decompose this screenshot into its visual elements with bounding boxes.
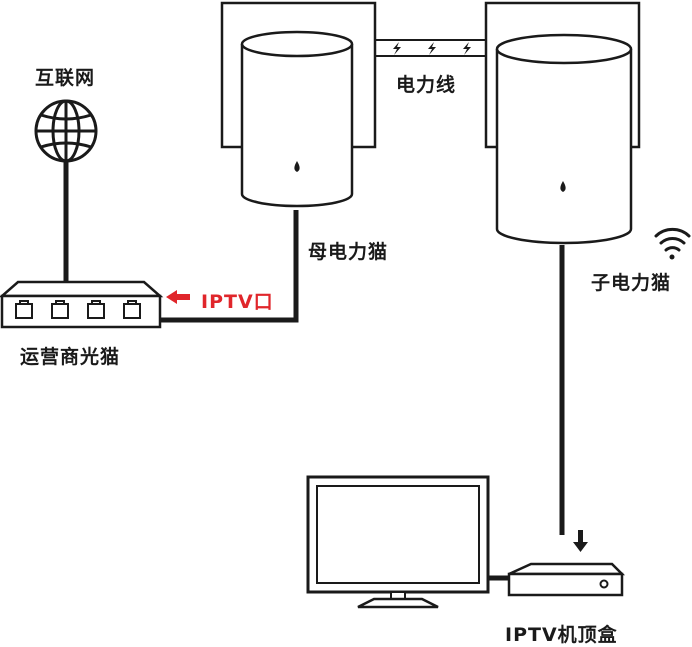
label-optical-modem: 运营商光猫 xyxy=(20,346,121,368)
label-master-plc: 母电力猫 xyxy=(308,241,389,263)
ethernet-ports xyxy=(15,300,141,319)
power-indicator xyxy=(599,579,609,589)
label-internet: 互联网 xyxy=(35,67,96,89)
lightning-icon xyxy=(393,42,471,55)
power-line xyxy=(376,39,486,57)
cables xyxy=(63,160,565,581)
set-top-box-device xyxy=(507,562,626,597)
wifi-icon xyxy=(654,228,691,260)
arrow-down-icon xyxy=(573,530,588,552)
cable-modem-to-master xyxy=(158,210,299,323)
label-iptv-port: IPTV口 xyxy=(201,291,274,313)
label-power-line: 电力线 xyxy=(396,74,457,96)
optical-modem-device xyxy=(0,280,164,329)
indicator-led xyxy=(294,161,300,172)
label-set-top-box: IPTV机顶盒 xyxy=(505,624,618,646)
slave-plc-device xyxy=(495,33,633,245)
indicator-led xyxy=(560,181,566,192)
arrow-left-icon xyxy=(166,290,190,304)
television-device xyxy=(306,475,490,609)
label-slave-plc: 子电力猫 xyxy=(591,272,672,294)
globe-icon xyxy=(34,99,98,163)
master-plc-device xyxy=(240,30,354,208)
